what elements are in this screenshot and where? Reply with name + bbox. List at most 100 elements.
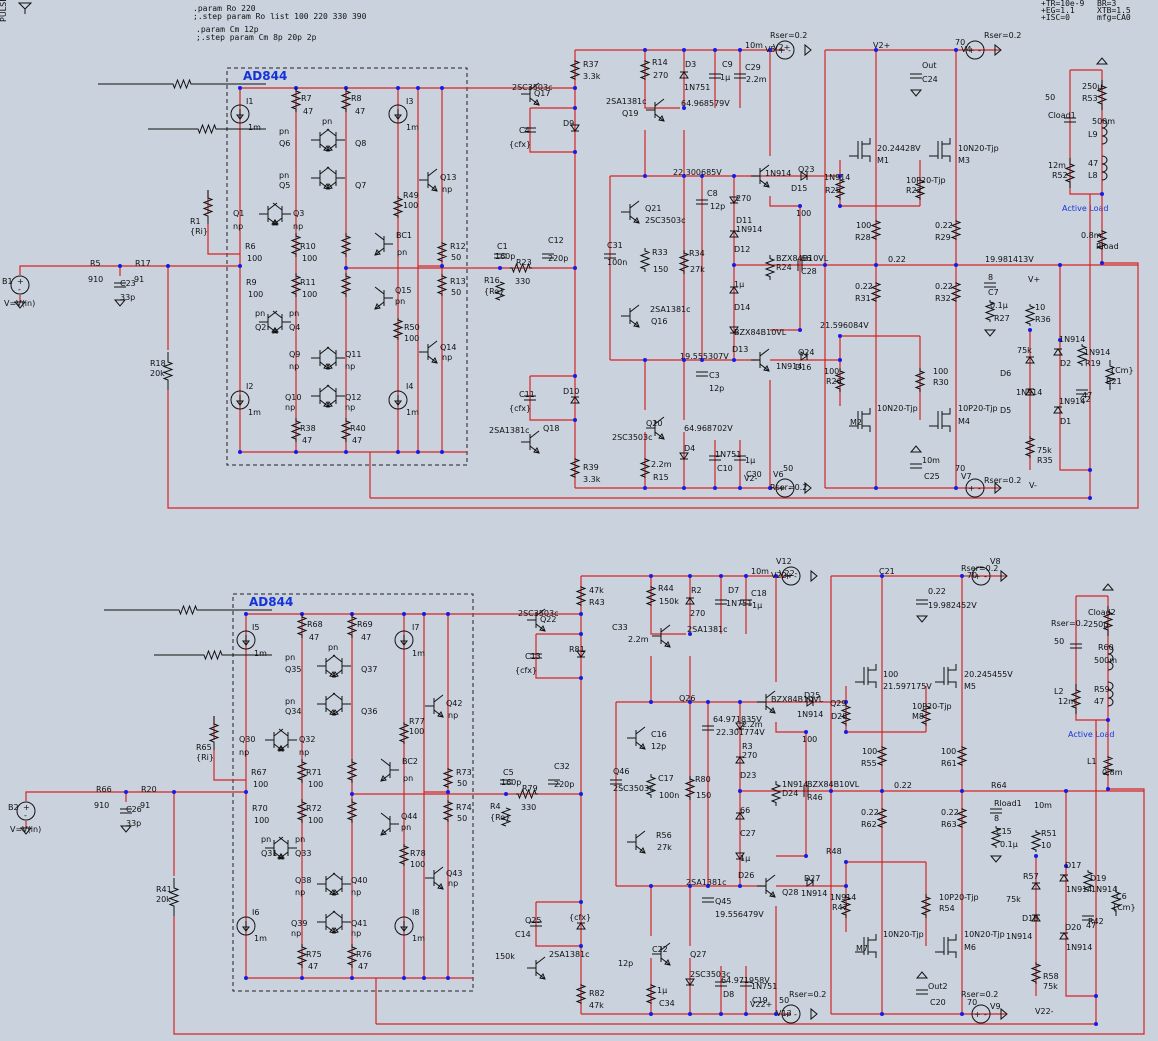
junction-dot [649,700,653,704]
component-label: R38 [300,424,316,433]
component-label: 10 [1041,841,1051,850]
directive-line[interactable]: ;.step param Cm 8p 20p 2p [196,33,317,42]
component-label: Q4 [289,323,300,332]
voltage-plus: + [968,484,975,493]
directive-line[interactable]: .param Cm 12p [196,25,259,34]
junction-dot [954,486,958,490]
component-label: {Ro} [484,287,504,296]
component-label: 100 [410,860,425,869]
component-label: 47 [361,633,371,642]
component-label: Rload1 [994,799,1022,808]
voltage-source-symbol [10,275,30,295]
component-label: R59 [1094,685,1110,694]
voltage-source-symbol [781,566,801,586]
junction-dot [738,486,742,490]
component-label: pn [395,297,405,306]
junction-dot [1094,1022,1098,1026]
component-label: D16 [795,363,811,372]
component-label: R9 [246,278,257,287]
resistor-symbol [500,807,512,827]
component-label: 50 [779,996,789,1005]
junction-dot [713,486,717,490]
component-label: 500m [1094,656,1117,665]
resistor-symbol [984,300,996,322]
component-label: V2- [744,474,758,483]
component-label: 47 [352,436,362,445]
component-label: C11 [519,390,535,399]
ground-symbol [909,445,923,453]
component-label: 100 [248,290,263,299]
resistor-symbol [1082,870,1094,892]
diode-symbol [729,286,739,294]
transistor-arrow [539,972,546,980]
directive-line[interactable]: mfg=CA0 [1097,13,1131,22]
component-label: 12p [710,202,725,211]
resistor-symbol [202,190,214,224]
resistor-symbol [290,88,302,112]
component-label: Q21 [645,204,661,213]
component-label: pn [285,653,295,662]
directive-line[interactable]: ;.step param Ro list 100 220 330 390 [193,12,367,21]
transistor-emitter [272,217,283,226]
junction-dot [844,884,848,888]
transistor-emitter [427,355,438,364]
component-label: Q37 [361,665,377,674]
component-label: 66 [740,806,750,815]
component-label: 0.1μ [990,301,1008,310]
directive-line[interactable]: +TR=10e-9 [1041,0,1085,8]
transistor-arrow [374,248,381,256]
component-label: R65 [196,743,212,752]
resistor-symbol [290,233,302,257]
junction-dot [1058,263,1062,267]
header-label: PULSE [0,0,8,22]
component-label: 10N20-Tjp [883,930,924,939]
component-label: 2.2m [742,720,763,729]
component-label: R42 [1088,917,1104,926]
component-label: 50 [457,814,467,823]
junction-dot [732,263,736,267]
component-label: 19.981413V [985,255,1034,264]
voltage-plus: + [974,572,981,581]
component-label: 47 [303,107,313,116]
transistor-collector [326,128,337,137]
directive-line[interactable]: BR=3 [1097,0,1116,8]
component-label: 64.971835V [713,715,762,724]
component-label: 50 [451,253,461,262]
junction-dot [838,174,842,178]
component-label: R25 [825,186,841,195]
diode-symbol [570,396,580,404]
component-label: D1 [1060,417,1071,426]
transistor-emitter [635,741,646,750]
component-label: pn [322,117,332,126]
transistor-collector [319,346,330,355]
component-label: Rload [1096,242,1119,251]
component-label: V- [1029,481,1037,490]
junction-dot [719,1012,723,1016]
junction-dot [768,486,772,490]
component-label: 0.22 [861,808,879,817]
component-label: R50 [404,323,420,332]
diode-symbol [735,852,745,860]
directive-line[interactable]: .param Ro 220 [193,4,256,13]
junction-dot [244,612,248,616]
directive-line[interactable]: +ISC=0 [1041,13,1070,22]
directive-line[interactable]: +EG=1.1 [1041,6,1075,15]
junction-dot [579,612,583,616]
component-label: 10m [745,41,763,50]
component-label: C2 [1080,395,1091,404]
component-label: C18 [751,589,767,598]
component-label: np [345,362,355,371]
component-label: I6 [252,908,259,917]
component-label: D26 [738,871,754,880]
component-label: 270 [736,194,751,203]
transistor-collector [326,384,337,393]
directive-line[interactable]: XTB=1.5 [1097,6,1131,15]
component-label: R79 [522,784,538,793]
diode-symbol [685,978,695,986]
transistor-emitter [332,925,343,934]
component-label: 66 [801,254,811,263]
